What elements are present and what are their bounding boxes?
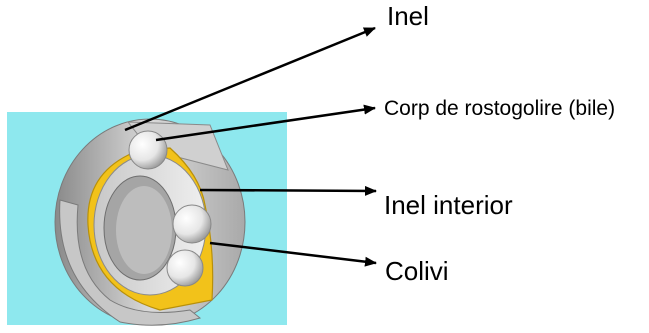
ball-top <box>128 130 168 170</box>
arrow-inel-interior <box>199 185 377 196</box>
arrow-colivi <box>209 241 377 267</box>
bore-inner-shade <box>116 186 172 274</box>
ball-bottom <box>166 249 204 287</box>
label-inel-interior: Inel interior <box>384 190 513 220</box>
arrow-corp-de-rostogolire <box>155 104 376 142</box>
label-corp-de-rostogolire-container: Corp de rostogolire (bile) <box>384 94 624 134</box>
arrow-inel <box>124 26 376 132</box>
ball-middle <box>172 204 212 244</box>
label-colivi: Colivi <box>385 256 449 286</box>
bearing-illustration <box>54 118 246 326</box>
label-inel: Inel <box>387 1 429 31</box>
outer-ring-front <box>59 199 202 326</box>
label-corp-de-rostogolire: Corp de rostogolire (bile) <box>384 97 616 120</box>
